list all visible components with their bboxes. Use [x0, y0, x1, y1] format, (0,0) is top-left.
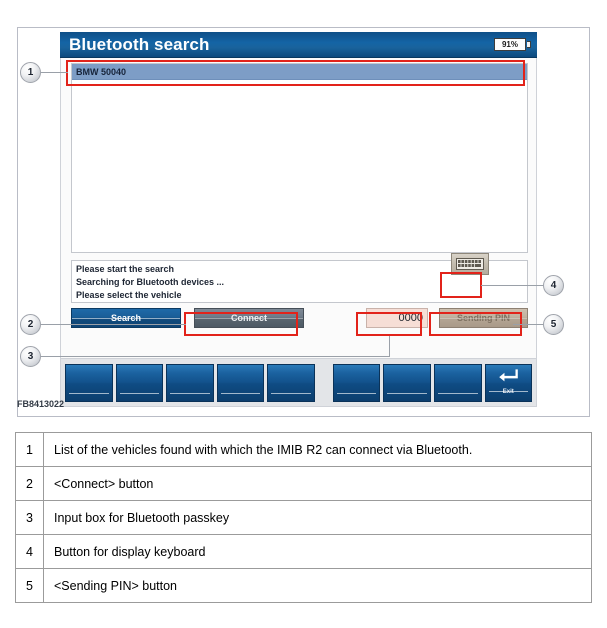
button-highlight-line [440, 318, 527, 319]
content-panel: BMW 50040 Please start the search Search… [60, 58, 537, 358]
legend-row-number: 5 [15, 568, 44, 603]
window-title-bar: Bluetooth search 91% [60, 32, 537, 58]
toolbar-button-5[interactable] [267, 364, 315, 402]
legend-row-description: Input box for Bluetooth passkey [43, 500, 592, 535]
legend-row-number: 2 [15, 466, 44, 501]
toolbar-divider [318, 364, 330, 401]
return-arrow-icon [499, 369, 519, 382]
leader-line-5 [513, 324, 543, 325]
exit-button-label: Exit [502, 389, 514, 395]
callout-3: 3 [20, 346, 41, 367]
callout-2-number: 2 [27, 319, 34, 330]
battery-terminal-icon [527, 41, 531, 48]
legend-row-number: 3 [15, 500, 44, 535]
table-row: 4 Button for display keyboard [15, 534, 592, 569]
legend-row-description: List of the vehicles found with which th… [43, 432, 592, 467]
button-highlight-line [195, 318, 303, 319]
search-button[interactable]: Search [71, 308, 181, 328]
list-item[interactable]: BMW 50040 [72, 64, 527, 80]
figure-id-caption: FB8413022 [17, 399, 65, 409]
toolbar-button-6[interactable] [332, 364, 381, 402]
page-title: Bluetooth search [69, 35, 210, 54]
status-line-2: Searching for Bluetooth devices ... [76, 277, 225, 287]
table-row: 2 <Connect> button [15, 466, 592, 501]
device-screen: Bluetooth search 91% BMW 50040 Please st… [60, 32, 537, 407]
table-row: 3 Input box for Bluetooth passkey [15, 500, 592, 535]
callout-4: 4 [543, 275, 564, 296]
callout-1-number: 1 [27, 67, 34, 78]
button-highlight-line [72, 318, 180, 319]
toolbar-button-8[interactable] [433, 364, 482, 402]
callout-4-number: 4 [550, 280, 557, 291]
leader-line-3-vertical [389, 336, 390, 357]
callout-5: 5 [543, 314, 564, 335]
toolbar-button-4[interactable] [216, 364, 265, 402]
figure-container: Bluetooth search 91% BMW 50040 Please st… [17, 27, 590, 417]
callout-5-number: 5 [550, 319, 557, 330]
vehicle-list[interactable]: BMW 50040 [71, 63, 528, 253]
callout-1: 1 [20, 62, 41, 83]
leader-line-4 [481, 285, 543, 286]
display-keyboard-button[interactable] [451, 253, 489, 275]
legend-row-description: <Connect> button [43, 466, 592, 501]
leader-line-3 [41, 356, 389, 357]
callout-2: 2 [20, 314, 41, 335]
legend-row-description: Button for display keyboard [43, 534, 592, 569]
legend-row-number: 1 [15, 432, 44, 467]
status-line-3: Please select the vehicle [76, 290, 182, 300]
keyboard-icon [456, 258, 484, 270]
bluetooth-passkey-input[interactable]: 0000 [366, 308, 428, 328]
callout-3-number: 3 [27, 351, 34, 362]
table-row: 1 List of the vehicles found with which … [15, 432, 592, 467]
toolbar-button-2[interactable] [115, 364, 164, 402]
passkey-value: 0000 [398, 312, 423, 324]
legend-table: 1 List of the vehicles found with which … [15, 432, 592, 603]
battery-level-label: 91% [501, 40, 518, 49]
sending-pin-button[interactable]: Sending PIN [439, 308, 528, 328]
battery-status-badge: 91% [494, 38, 526, 51]
connect-button[interactable]: Connect [194, 308, 304, 328]
leader-line-1 [41, 72, 68, 73]
exit-button[interactable]: Exit [484, 364, 533, 402]
leader-line-2 [41, 324, 186, 325]
status-line-1: Please start the search [76, 264, 175, 274]
list-item-label: BMW 50040 [76, 66, 127, 77]
bottom-toolbar: Exit [60, 358, 537, 407]
connect-button-label: Connect [231, 313, 267, 323]
toolbar-button-3[interactable] [166, 364, 214, 402]
legend-row-description: <Sending PIN> button [43, 568, 592, 603]
sending-pin-button-label: Sending PIN [456, 313, 510, 323]
toolbar-button-7[interactable] [383, 364, 431, 402]
table-row: 5 <Sending PIN> button [15, 568, 592, 603]
toolbar-button-1[interactable] [65, 364, 113, 402]
legend-row-number: 4 [15, 534, 44, 569]
